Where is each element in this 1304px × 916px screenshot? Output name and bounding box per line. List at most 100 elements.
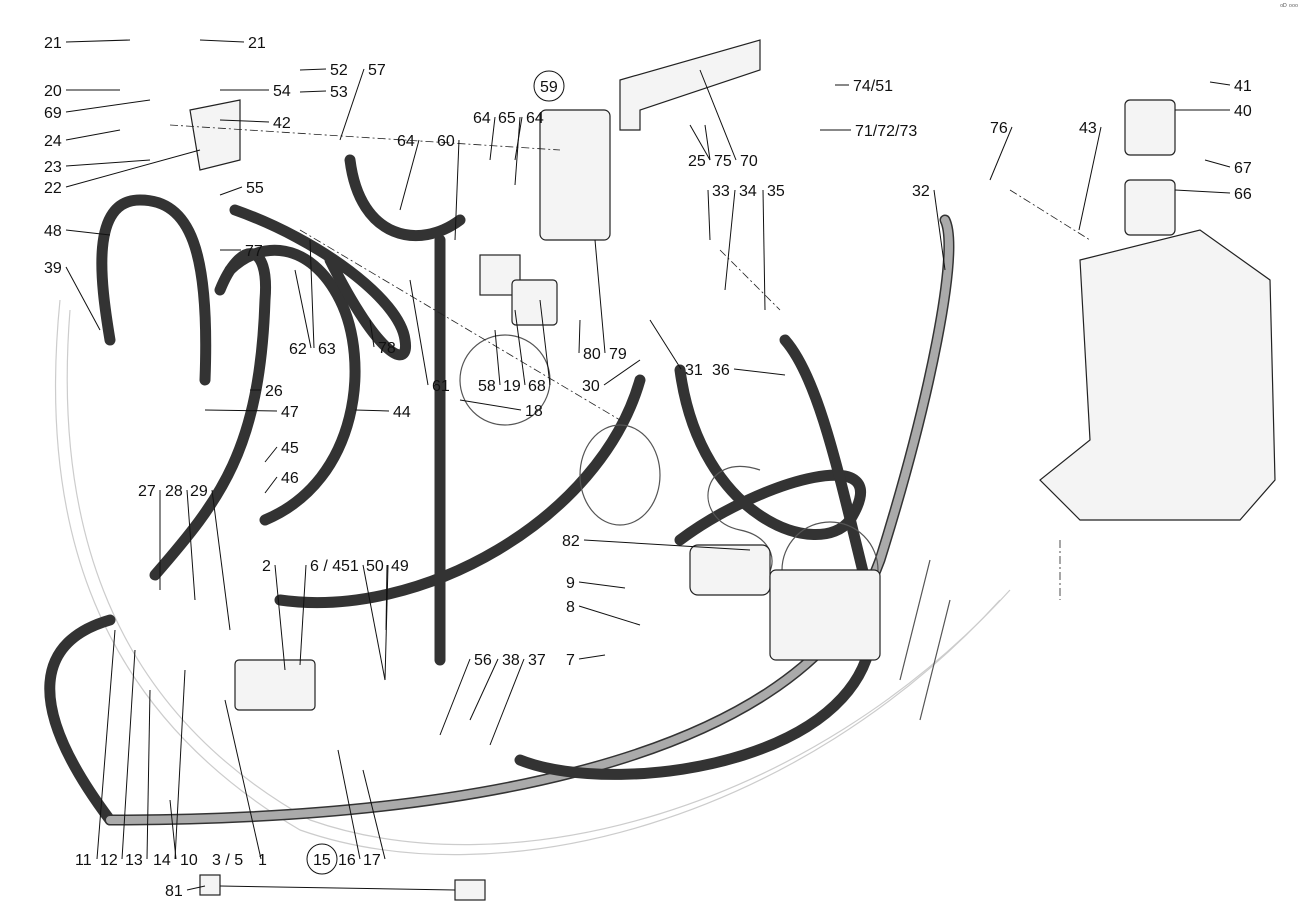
leader-line — [603, 359, 641, 386]
control-valve — [539, 109, 611, 241]
callout-32: 32 — [912, 183, 930, 200]
callout-75: 75 — [714, 153, 732, 170]
callout-42: 42 — [273, 115, 291, 132]
callout-65: 65 — [498, 110, 516, 127]
callout-16: 16 — [338, 852, 356, 869]
leader-line — [146, 689, 151, 860]
callout-74-51: 74/51 — [853, 78, 893, 95]
leader-line — [578, 654, 606, 660]
leader-line — [65, 129, 121, 141]
leader-line — [274, 564, 286, 671]
leader-line — [385, 564, 388, 631]
callout-70: 70 — [740, 153, 758, 170]
callout-24: 24 — [44, 133, 62, 150]
leader-line — [174, 669, 186, 860]
callout-9: 9 — [566, 575, 575, 592]
callout-36: 36 — [712, 362, 730, 379]
valve-block — [234, 659, 316, 711]
leader-line — [219, 186, 243, 196]
callout-34: 34 — [739, 183, 757, 200]
leader-line — [649, 319, 682, 370]
leader-line — [339, 68, 365, 141]
callout-60: 60 — [437, 133, 455, 150]
callout-33: 33 — [712, 183, 730, 200]
leader-line — [224, 699, 262, 860]
leader-line — [65, 159, 151, 167]
callout-28: 28 — [165, 483, 183, 500]
callout-71-72-73: 71/72/73 — [855, 123, 917, 140]
leader-line — [121, 649, 136, 860]
leader-line — [459, 399, 522, 411]
callout-14: 14 — [153, 852, 171, 869]
leader-line — [539, 299, 551, 386]
leader-line — [707, 189, 711, 241]
leader-line — [264, 446, 278, 463]
callout-13: 13 — [125, 852, 143, 869]
callout-11: 11 — [75, 852, 92, 869]
callout-30: 30 — [582, 378, 600, 395]
leader-line — [65, 39, 131, 43]
callout-61: 61 — [432, 378, 450, 395]
leader-line — [399, 139, 420, 211]
callout-54: 54 — [273, 83, 291, 100]
callout-66: 66 — [1234, 186, 1252, 203]
leader-line — [762, 189, 766, 311]
callout-circle — [306, 843, 338, 875]
callout-23: 23 — [44, 159, 62, 176]
callout-51: 51 — [341, 558, 359, 575]
leader-line — [989, 126, 1013, 181]
leader-line — [439, 658, 471, 736]
callout-59: 59 — [540, 79, 558, 96]
callout-55: 55 — [246, 180, 264, 197]
leader-line — [299, 90, 327, 93]
callout-62: 62 — [289, 341, 307, 358]
callout-43: 43 — [1079, 120, 1097, 137]
callout-18: 18 — [525, 403, 543, 420]
leader-line — [199, 39, 245, 43]
leader-line — [409, 279, 429, 386]
callout-69: 69 — [44, 105, 62, 122]
leader-line — [369, 319, 375, 348]
leader-line — [469, 658, 499, 721]
callout-79: 79 — [609, 346, 627, 363]
callout-2: 2 — [262, 558, 271, 575]
leader-line — [96, 629, 116, 860]
callout-8: 8 — [566, 599, 575, 616]
callout-67: 67 — [1234, 160, 1252, 177]
leader-line — [65, 229, 111, 236]
callout-40: 40 — [1234, 103, 1252, 120]
leader-line — [724, 189, 736, 291]
callout-38: 38 — [502, 652, 520, 669]
leader-line — [1174, 189, 1231, 194]
leader-line — [354, 409, 390, 412]
callout-63: 63 — [318, 341, 336, 358]
callout-78: 78 — [378, 340, 396, 357]
callout-64: 64 — [526, 110, 544, 127]
connector-left — [199, 874, 221, 896]
callout-29: 29 — [190, 483, 208, 500]
leader-line — [294, 269, 312, 349]
leader-line — [65, 99, 151, 113]
leader-line — [583, 539, 751, 551]
leader-line — [299, 68, 327, 71]
callout-52: 52 — [330, 62, 348, 79]
leader-line — [514, 116, 523, 161]
switch-40 — [1124, 99, 1176, 156]
leader-line — [514, 309, 526, 386]
solenoid-coil — [511, 279, 558, 326]
callout-6-4: 6 / 4 — [310, 558, 341, 575]
callout-31: 31 — [685, 362, 703, 379]
leader-line — [514, 116, 521, 186]
leader-line — [578, 581, 626, 589]
leader-line — [454, 139, 460, 241]
callout-7: 7 — [566, 652, 575, 669]
callout-37: 37 — [528, 652, 546, 669]
leader-line — [204, 409, 278, 412]
callout-58: 58 — [478, 378, 496, 395]
leader-line — [594, 239, 606, 354]
switch-66 — [1124, 179, 1176, 236]
callout-49: 49 — [391, 558, 409, 575]
ghost-hoses — [54, 299, 1011, 856]
